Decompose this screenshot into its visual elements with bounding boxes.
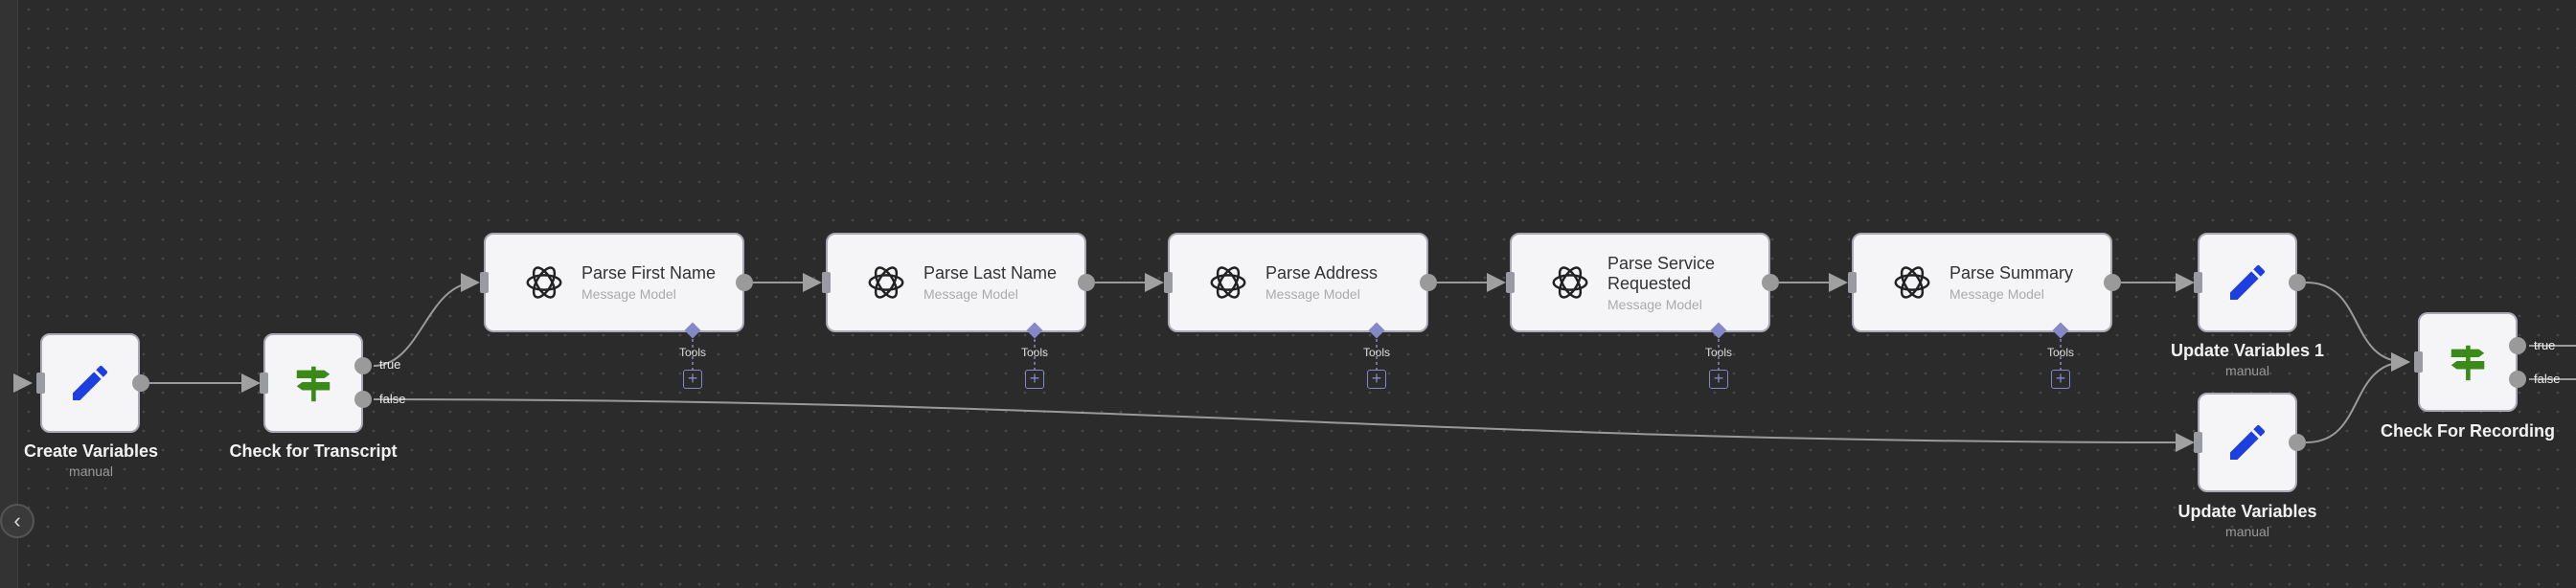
signpost-icon <box>296 366 331 402</box>
node-parse-service-requested[interactable]: Parse Service Requested Message Model <box>1510 233 1770 332</box>
parse-first-name-subtitle: Message Model <box>581 286 676 302</box>
check-transcript-true-label: true <box>379 357 401 372</box>
parse-address-tools-label: Tools <box>1362 346 1390 359</box>
parse-summary-subtitle: Message Model <box>1949 286 2044 302</box>
check-recording-title: Check For Recording <box>2380 421 2556 441</box>
update-variables-input[interactable] <box>2194 432 2202 453</box>
pencil-icon <box>73 365 108 400</box>
check-recording-true-output[interactable] <box>2509 337 2526 354</box>
parse-first-name-output[interactable] <box>736 274 753 291</box>
parse-last-name-title: Parse Last Name <box>923 263 1058 283</box>
check-recording-true-label: true <box>2534 338 2556 352</box>
parse-service-add-tool-button[interactable]: + <box>1709 370 1728 389</box>
collapse-panel-button[interactable]: ‹ <box>0 504 34 538</box>
node-parse-last-name[interactable]: Parse Last Name Message Model <box>826 233 1086 332</box>
update-variables-subtitle: manual <box>2225 524 2269 539</box>
update-variables-1-subtitle: manual <box>2225 363 2269 378</box>
wire-update-to-recording <box>2305 352 2410 443</box>
wire-update1-to-recording <box>2305 282 2410 372</box>
node-create-variables[interactable] <box>40 333 140 433</box>
openai-icon <box>1894 266 1930 299</box>
openai-icon <box>526 266 562 299</box>
update-variables-1-input[interactable] <box>2194 272 2202 293</box>
pencil-icon <box>2230 264 2266 300</box>
parse-address-input[interactable] <box>1164 272 1173 293</box>
parse-address-add-tool-button[interactable]: + <box>1367 370 1386 389</box>
check-transcript-true-output[interactable] <box>354 357 372 374</box>
check-transcript-false-output[interactable] <box>354 391 372 408</box>
node-check-transcript[interactable] <box>263 333 363 433</box>
node-check-recording[interactable] <box>2418 312 2518 412</box>
update-variables-title: Update Variables <box>2177 502 2317 521</box>
parse-summary-input[interactable] <box>1848 272 1857 293</box>
parse-first-name-add-tool-button[interactable]: + <box>683 370 702 389</box>
parse-first-name-tools-label: Tools <box>678 346 706 359</box>
parse-service-output[interactable] <box>1762 274 1779 291</box>
node-parse-summary[interactable]: Parse Summary Message Model <box>1852 233 2112 332</box>
update-variables-1-title: Update Variables 1 <box>2170 341 2325 360</box>
check-recording-input[interactable] <box>2414 351 2423 373</box>
openai-icon <box>868 266 904 299</box>
node-parse-address[interactable]: Parse Address Message Model <box>1168 233 1428 332</box>
parse-summary-add-tool-button[interactable]: + <box>2051 370 2070 389</box>
check-recording-false-label: false <box>2534 372 2561 386</box>
parse-summary-title: Parse Summary <box>1949 263 2074 283</box>
check-transcript-false-label: false <box>379 392 406 406</box>
chevron-left-icon: ‹ <box>13 509 21 532</box>
openai-icon <box>1552 266 1588 299</box>
parse-service-title-line1: Parse Service <box>1607 253 1716 273</box>
node-update-variables-1[interactable] <box>2198 233 2297 332</box>
create-variables-input[interactable] <box>36 373 45 394</box>
parse-service-tools-label: Tools <box>1704 346 1732 359</box>
node-update-variables[interactable] <box>2198 393 2297 492</box>
wire-true-to-first <box>373 273 480 367</box>
parse-summary-output[interactable] <box>2104 274 2121 291</box>
parse-last-name-tools-label: Tools <box>1020 346 1048 359</box>
parse-last-name-output[interactable] <box>1078 274 1095 291</box>
create-variables-subtitle: manual <box>69 464 113 479</box>
node-parse-first-name[interactable]: Parse First Name Message Model <box>484 233 744 332</box>
parse-first-name-title: Parse First Name <box>581 263 717 283</box>
update-variables-output[interactable] <box>2289 434 2306 451</box>
parse-service-subtitle: Message Model <box>1607 296 1702 312</box>
update-variables-1-output[interactable] <box>2289 274 2306 291</box>
left-panel-edge <box>0 0 18 588</box>
parse-last-name-input[interactable] <box>822 272 831 293</box>
check-recording-false-output[interactable] <box>2509 371 2526 388</box>
openai-icon <box>1210 266 1246 299</box>
parse-service-title-line2: Requested <box>1607 273 1692 293</box>
parse-last-name-add-tool-button[interactable]: + <box>1025 370 1044 389</box>
check-transcript-input[interactable] <box>260 373 268 394</box>
signpost-icon <box>2451 345 2485 381</box>
create-variables-output[interactable] <box>132 374 149 392</box>
create-variables-title: Create Variables <box>23 441 159 461</box>
parse-address-title: Parse Address <box>1265 263 1379 283</box>
parse-address-output[interactable] <box>1420 274 1437 291</box>
parse-first-name-input[interactable] <box>480 272 489 293</box>
parse-service-input[interactable] <box>1506 272 1515 293</box>
check-transcript-title: Check for Transcript <box>229 441 398 461</box>
wire-false-to-update <box>373 398 2195 452</box>
parse-summary-tools-label: Tools <box>2046 346 2074 359</box>
pencil-icon <box>2230 424 2266 460</box>
parse-last-name-subtitle: Message Model <box>923 286 1018 302</box>
parse-address-subtitle: Message Model <box>1265 286 1360 302</box>
